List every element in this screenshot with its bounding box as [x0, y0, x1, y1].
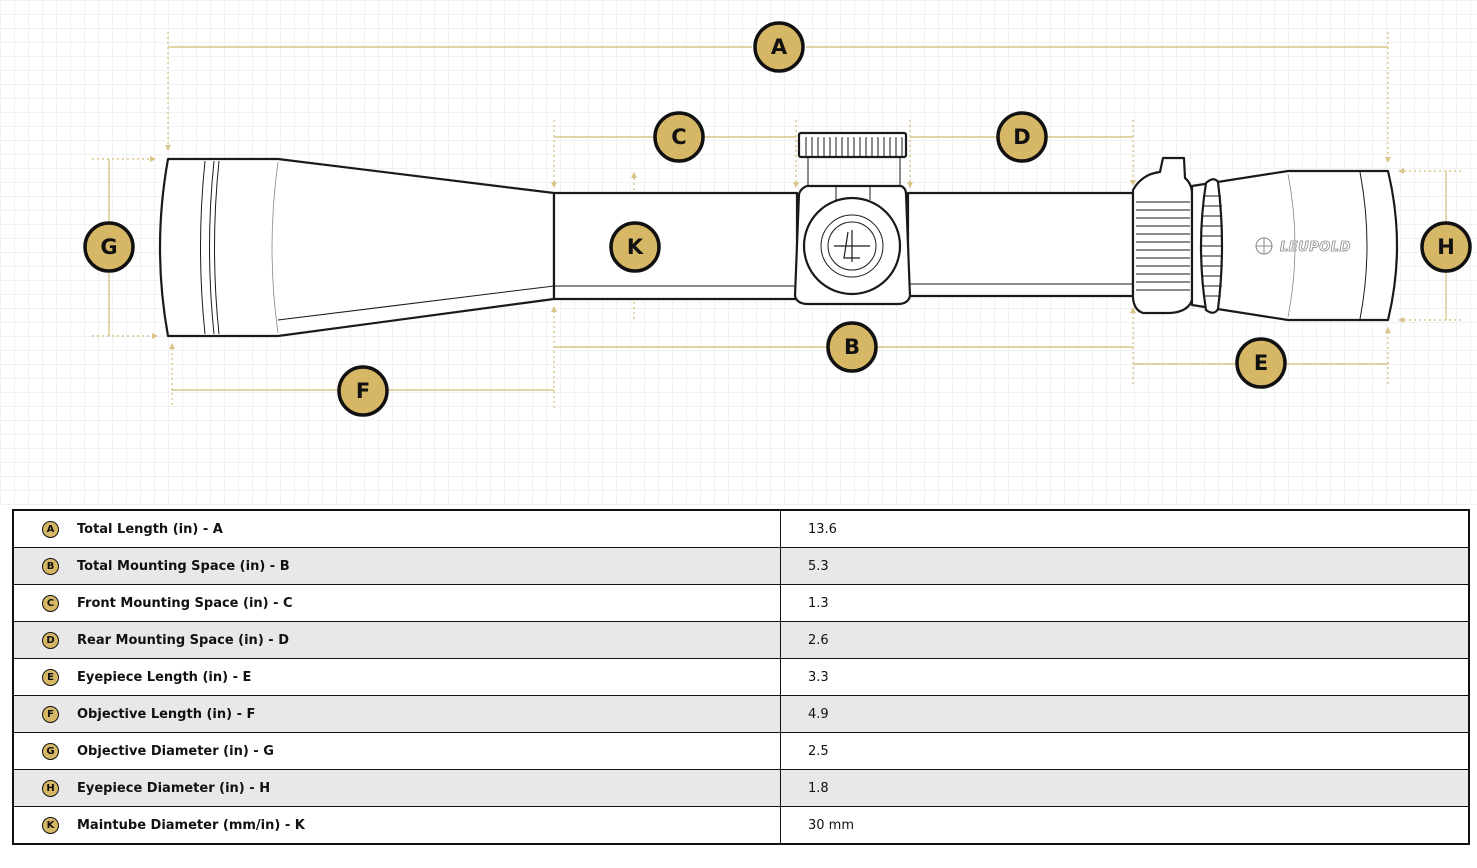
spec-label: Total Length (in) - A	[77, 521, 223, 537]
spec-label-cell: A Total Length (in) - A	[12, 509, 781, 548]
table-row: E Eyepiece Length (in) - E 3.3	[12, 658, 1470, 696]
spec-label-cell: D Rear Mounting Space (in) - D	[12, 621, 781, 659]
spec-value-cell: 13.6	[780, 509, 1470, 548]
callout-badge-f: F	[337, 365, 389, 417]
spec-label: Eyepiece Diameter (in) - H	[77, 780, 271, 796]
maintube-rear	[906, 191, 1135, 298]
spec-value: 13.6	[808, 521, 837, 537]
dimension-c	[551, 120, 799, 188]
power-ring-grip	[1136, 201, 1190, 291]
brand-logo: LEUPOLD	[1255, 237, 1351, 255]
callout-badge-d: D	[996, 111, 1048, 163]
callout-badge-h: H	[1420, 221, 1472, 273]
callout-label-e: E	[1254, 351, 1268, 375]
row-badge-icon: F	[42, 705, 59, 723]
dimension-a	[165, 32, 1391, 163]
table-row: B Total Mounting Space (in) - B 5.3	[12, 547, 1470, 585]
row-badge-icon: B	[42, 557, 59, 575]
elevation-turret	[797, 131, 908, 159]
callout-badge-k: K	[609, 221, 661, 273]
spec-label: Total Mounting Space (in) - B	[77, 558, 290, 574]
spec-label: Front Mounting Space (in) - C	[77, 595, 293, 611]
spec-value-cell: 3.3	[780, 658, 1470, 696]
spec-value: 1.8	[808, 780, 829, 796]
spec-label-cell: B Total Mounting Space (in) - B	[12, 547, 781, 585]
callout-label-h: H	[1437, 235, 1455, 259]
spec-value-cell: 1.8	[780, 769, 1470, 807]
callout-label-k: K	[627, 235, 644, 259]
row-badge-icon: D	[42, 631, 59, 649]
callout-label-g: G	[100, 235, 117, 259]
row-badge-icon: A	[42, 520, 59, 538]
scope-dimension-diagram: LEUPOLD A C D G K H B E F	[0, 0, 1477, 505]
spec-label: Objective Diameter (in) - G	[77, 743, 274, 759]
dimension-h	[1398, 168, 1462, 323]
dimension-d	[907, 120, 1136, 188]
spec-label-cell: H Eyepiece Diameter (in) - H	[12, 769, 781, 807]
spec-value: 5.3	[808, 558, 829, 574]
maintube-front	[552, 191, 799, 301]
spec-label: Objective Length (in) - F	[77, 706, 256, 722]
spec-value: 3.3	[808, 669, 829, 685]
spec-value-cell: 1.3	[780, 584, 1470, 622]
row-badge-icon: K	[42, 816, 59, 834]
table-row: F Objective Length (in) - F 4.9	[12, 695, 1470, 733]
table-row: H Eyepiece Diameter (in) - H 1.8	[12, 769, 1470, 807]
dimension-e	[1133, 327, 1391, 384]
callout-label-c: C	[671, 125, 686, 149]
objective-bell	[158, 157, 556, 338]
spec-label-cell: E Eyepiece Length (in) - E	[12, 658, 781, 696]
turret-knurling	[805, 137, 903, 156]
leupold-emblem-icon	[834, 230, 870, 262]
table-row: C Front Mounting Space (in) - C 1.3	[12, 584, 1470, 622]
row-badge-icon: H	[42, 779, 59, 797]
row-badge-icon: G	[42, 742, 59, 760]
row-badge-icon: C	[42, 594, 59, 612]
callout-badge-e: E	[1235, 337, 1287, 389]
spec-label: Rear Mounting Space (in) - D	[77, 632, 289, 648]
brand-logo-text: LEUPOLD	[1280, 240, 1351, 255]
callout-badge-c: C	[653, 111, 705, 163]
rifle-scope-illustration: LEUPOLD	[158, 131, 1399, 338]
spec-value-cell: 4.9	[780, 695, 1470, 733]
callout-label-a: A	[771, 35, 788, 59]
spec-value: 30 mm	[808, 817, 855, 833]
callout-label-f: F	[356, 379, 370, 403]
spec-value: 1.3	[808, 595, 829, 611]
callout-badge-g: G	[83, 221, 135, 273]
spec-value-cell: 2.5	[780, 732, 1470, 770]
table-row: D Rear Mounting Space (in) - D 2.6	[12, 621, 1470, 659]
spec-value-cell: 2.6	[780, 621, 1470, 659]
spec-value: 2.5	[808, 743, 829, 759]
spec-label-cell: F Objective Length (in) - F	[12, 695, 781, 733]
callout-label-b: B	[844, 335, 860, 359]
callout-label-d: D	[1013, 125, 1030, 149]
specifications-table: A Total Length (in) - A 13.6 B Total Mount…	[12, 509, 1470, 845]
spec-value-cell: 30 mm	[780, 806, 1470, 845]
spec-label-cell: G Objective Diameter (in) - G	[12, 732, 781, 770]
table-row: A Total Length (in) - A 13.6	[12, 509, 1470, 548]
callout-badge-b: B	[826, 321, 878, 373]
spec-value-cell: 5.3	[780, 547, 1470, 585]
spec-value: 4.9	[808, 706, 829, 722]
spec-label-cell: K Maintube Diameter (mm/in) - K	[12, 806, 781, 845]
spec-value: 2.6	[808, 632, 829, 648]
spec-label: Maintube Diameter (mm/in) - K	[77, 817, 305, 833]
spec-label: Eyepiece Length (in) - E	[77, 669, 252, 685]
dimension-g	[92, 156, 158, 339]
table-row: K Maintube Diameter (mm/in) - K 30 mm	[12, 806, 1470, 845]
callout-badge-a: A	[753, 21, 805, 73]
table-row: G Objective Diameter (in) - G 2.5	[12, 732, 1470, 770]
dimension-b	[551, 306, 1136, 410]
row-badge-icon: E	[42, 668, 59, 686]
eyepiece-body	[1190, 169, 1399, 322]
scope-diagram-svg: LEUPOLD A C D G K H B E F	[83, 21, 1472, 417]
spec-label-cell: C Front Mounting Space (in) - C	[12, 584, 781, 622]
dimension-f	[169, 343, 554, 408]
